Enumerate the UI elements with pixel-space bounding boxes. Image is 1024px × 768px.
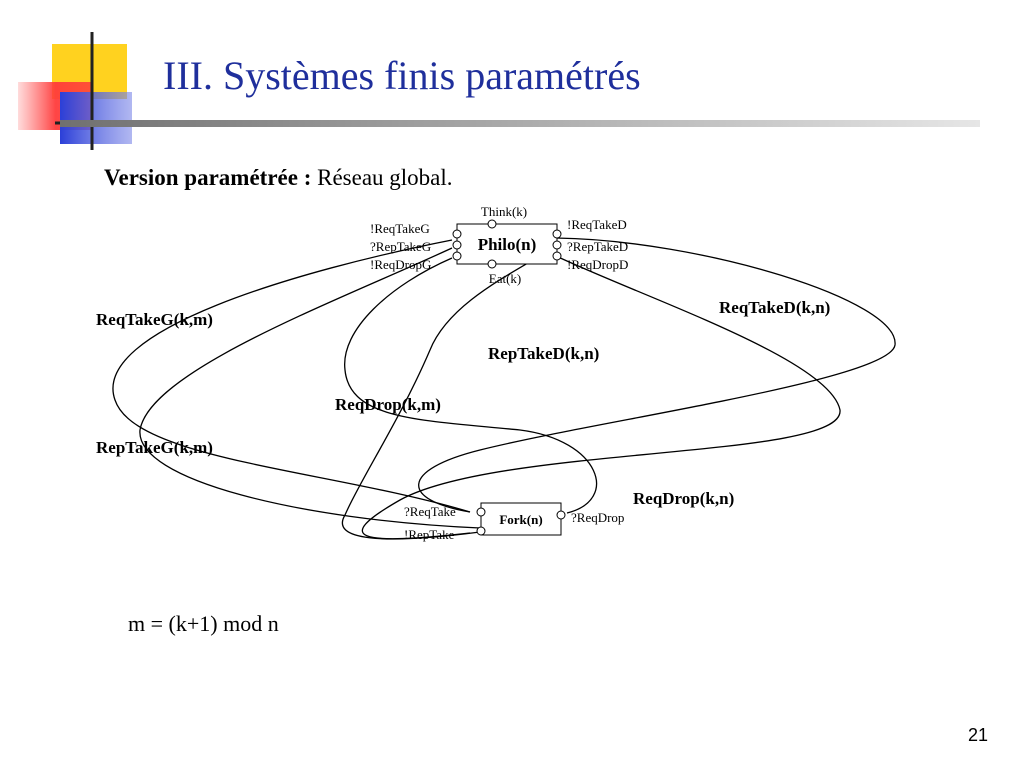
label-req-drop-n: ReqDrop(k,n) [633, 489, 734, 508]
fork-left-port-2 [476, 526, 486, 536]
label-req-drop-m: ReqDrop(k,m) [335, 395, 441, 414]
edge-req-take-d [418, 237, 896, 513]
philo-label: Philo(n) [478, 235, 537, 254]
think-port-label: Think(k) [481, 204, 527, 219]
philo-box [456, 223, 558, 265]
label-rep-take-d: RepTakeD(k,n) [488, 344, 599, 363]
subtitle-bold: Version paramétrée : [104, 165, 312, 190]
slide-title: III. Systèmes finis paramétrés [163, 53, 641, 98]
label-req-take-g: ReqTakeG(k,m) [96, 310, 213, 329]
philo-right-label-2: ?RepTakeD [567, 239, 628, 254]
fork-right-port [556, 510, 566, 520]
eat-port [487, 259, 497, 269]
philo-left-label-1: !ReqTakeG [370, 221, 430, 236]
philo-right-label-3: !ReqDropD [567, 257, 628, 272]
philo-left-port-3 [452, 251, 462, 261]
edge-req-drop-m [344, 257, 598, 514]
subtitle-rest: Réseau global. [317, 165, 453, 190]
philo-left-label-3: !ReqDropG [370, 257, 431, 272]
edge-req-drop-n [361, 255, 841, 540]
eat-port-label: Eat(k) [489, 271, 521, 286]
philo-right-port-3 [552, 251, 562, 261]
philo-right-port-1 [552, 229, 562, 239]
fork-left-label-1: ?ReqTake [404, 504, 456, 519]
page-number: 21 [968, 725, 989, 745]
fork-left-port-1 [476, 507, 486, 517]
edge-rep-take-d [341, 245, 557, 540]
slide-subtitle: Version paramétrée : Réseau global. [104, 165, 453, 191]
philo-right-port-2 [552, 240, 562, 250]
philo-left-label-2: ?RepTakeG [370, 239, 431, 254]
title-underline [60, 120, 980, 127]
think-port [487, 219, 497, 229]
edge-req-take-g [112, 239, 471, 513]
logo-blue-square [60, 92, 132, 144]
philo-right-label-1: !ReqTakeD [567, 217, 627, 232]
fork-right-label: ?ReqDrop [571, 510, 624, 525]
label-req-take-d: ReqTakeD(k,n) [719, 298, 830, 317]
modulo-formula: m = (k+1) mod n [128, 611, 279, 636]
philo-left-port-1 [452, 229, 462, 239]
edge-rep-take-g [139, 247, 481, 529]
label-rep-take-g: RepTakeG(k,m) [96, 438, 213, 457]
fork-label: Fork(n) [499, 512, 542, 527]
philo-left-port-2 [452, 240, 462, 250]
fork-left-label-2: !RepTake [404, 527, 455, 542]
